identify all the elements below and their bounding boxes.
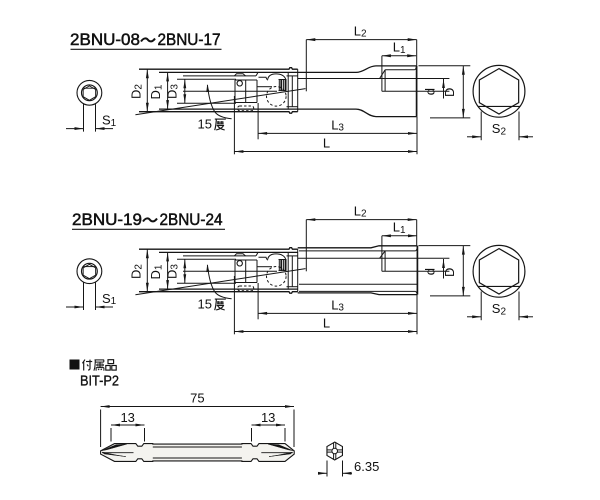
svg-text:2BNU-19: 2BNU-19 (72, 211, 142, 229)
svg-text:L: L (323, 315, 330, 330)
svg-text:6.35: 6.35 (354, 459, 379, 474)
svg-text:2BNU-08: 2BNU-08 (70, 31, 140, 49)
svg-text:15: 15 (198, 296, 212, 311)
svg-text:d: d (423, 268, 438, 275)
svg-text:D: D (442, 268, 457, 277)
svg-text:D: D (442, 88, 457, 97)
svg-text:13: 13 (261, 410, 275, 425)
svg-text:75: 75 (190, 390, 204, 405)
svg-text:15: 15 (198, 116, 212, 131)
svg-text:d: d (423, 88, 438, 95)
svg-text:2BNU-24: 2BNU-24 (160, 211, 223, 229)
svg-text:13: 13 (120, 410, 134, 425)
svg-text:L: L (323, 135, 330, 150)
svg-text:BIT-P2: BIT-P2 (80, 372, 119, 389)
svg-text:2BNU-17: 2BNU-17 (158, 31, 221, 49)
